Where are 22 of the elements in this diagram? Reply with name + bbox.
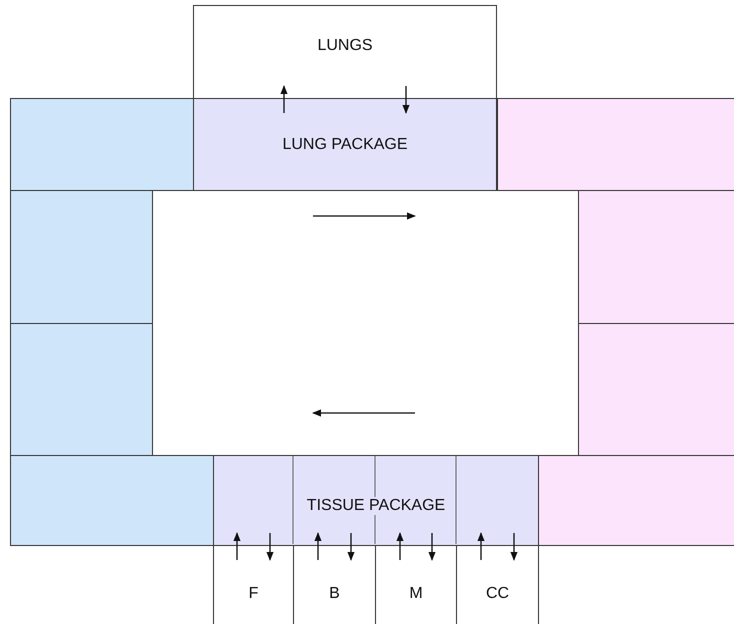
block — [10, 323, 153, 456]
node-label: TISSUE PACKAGE — [304, 496, 448, 514]
arrow — [347, 533, 355, 561]
block — [578, 323, 734, 456]
arrow — [428, 533, 436, 561]
organ-box — [193, 5, 497, 99]
block — [538, 455, 734, 546]
arrow — [402, 86, 410, 114]
arrow — [396, 532, 404, 560]
block — [10, 98, 194, 191]
arrow — [266, 533, 274, 561]
block — [10, 455, 214, 546]
package-box — [213, 455, 539, 546]
arrow — [233, 532, 241, 560]
package-box — [193, 98, 497, 191]
arrow — [280, 85, 288, 113]
arrow — [314, 532, 322, 560]
block — [497, 98, 734, 191]
arrow — [510, 533, 518, 561]
block — [10, 190, 153, 324]
arrow — [477, 532, 485, 560]
block — [578, 190, 734, 324]
